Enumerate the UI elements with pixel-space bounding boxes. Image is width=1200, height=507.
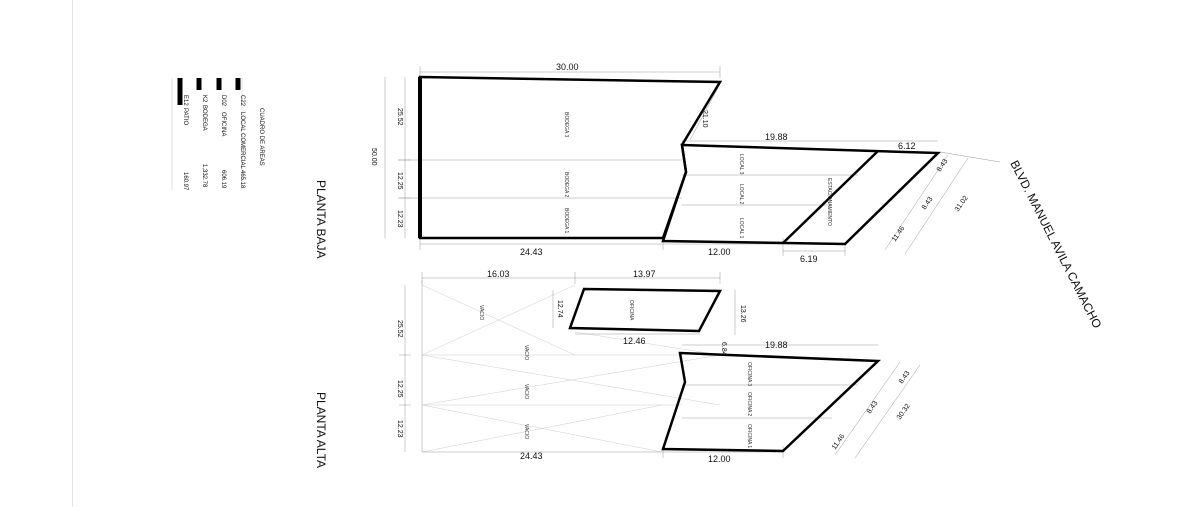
legend-code-bodega: K2 <box>201 95 207 103</box>
pa-void-2: VACIO <box>523 345 529 360</box>
pa-dim-edge: 13.26 <box>739 305 746 323</box>
pb-dim-bottom-mid: 12.00 <box>708 247 731 257</box>
pa-dim-bottom-mid: 12.00 <box>708 454 731 464</box>
pb-dim-diag: 21.10 <box>701 110 708 128</box>
pb-dim-left-b: 12.25 <box>396 172 403 190</box>
pa-room-oficina: OFICINA <box>628 300 634 321</box>
legend-area-oficina: 606.19 <box>220 170 226 189</box>
legend-label-bodega: BODEGA <box>201 105 207 131</box>
pa-dim-right-b: 8.43 <box>866 400 880 415</box>
drawing-sheet <box>72 0 1200 507</box>
pa-dim-left-c: 12.23 <box>396 420 403 438</box>
pb-dim-right-b: 8.43 <box>921 196 935 211</box>
pa-void-1: VACIO <box>478 305 484 320</box>
legend-label-patio: PATIO <box>182 108 188 125</box>
area-legend: CUADRO DE AREAS C22 LOCAL COMERCIAL 465.… <box>171 78 264 191</box>
pa-dim-side-a: 12.74 <box>556 300 563 318</box>
pa-dim-left-b: 12.25 <box>396 380 403 398</box>
pa-dim-top-right: 13.97 <box>633 269 656 279</box>
pb-dim-total: 50.00 <box>370 148 377 166</box>
pb-dim-right-c: 11.46 <box>891 225 907 243</box>
pb-dim-corner: 6.12 <box>898 141 916 151</box>
pa-dim-right-top: 19.88 <box>765 340 788 350</box>
pa-dim-bottom-left: 24.43 <box>520 451 543 461</box>
pb-room-bodega-2: BODEGA 2 <box>563 172 569 198</box>
legend-code-local: C22 <box>239 95 245 107</box>
pa-dim-side-b: 12.46 <box>623 336 646 346</box>
legend-area-local: 465.18 <box>239 170 245 189</box>
pb-dim-right-total: 31.02 <box>954 195 970 213</box>
pb-room-local-3: LOCAL 3 <box>738 154 744 175</box>
pa-dim-top-left: 16.03 <box>487 269 510 279</box>
legend-title: CUADRO DE AREAS <box>258 108 264 166</box>
pa-dim-small: 6.84 <box>720 342 727 356</box>
pa-void-4: VACIO <box>523 424 529 439</box>
pb-dim-bottom-right: 6.19 <box>800 254 818 264</box>
pa-dim-right-a: 8.43 <box>898 370 912 385</box>
legend-code-oficina: D02 <box>220 95 226 107</box>
pa-dim-right-total: 30.32 <box>896 403 912 421</box>
pb-dim-right-top: 19.88 <box>765 132 788 142</box>
pb-dim-top: 30.00 <box>556 62 579 72</box>
pa-void-3: VACIO <box>523 384 529 399</box>
pb-dim-left-c: 12.23 <box>396 210 403 228</box>
pb-dim-left-a: 25.52 <box>396 108 403 126</box>
legend-label-local: LOCAL COMERCIAL <box>239 112 245 169</box>
legend-area-bodega: 1,332.78 <box>201 164 207 188</box>
planta-baja-title: PLANTA BAJA <box>314 180 328 258</box>
planta-baja: 30.00 21.10 19.88 6.12 24.43 12.00 6.19 … <box>314 62 1001 264</box>
pa-dim-left-a: 25.52 <box>396 320 403 338</box>
legend-code-patio: E12 <box>182 95 188 106</box>
pb-dim-bottom-left: 24.43 <box>520 247 543 257</box>
pa-room-oficina-3: OFICINA 3 <box>746 362 752 386</box>
legend-area-patio: 160.97 <box>182 172 188 191</box>
pb-room-local-2: LOCAL 2 <box>738 184 744 205</box>
legend-label-oficina: OFICINA <box>220 112 226 136</box>
pa-room-oficina-2: OFICINA 2 <box>746 392 752 416</box>
planta-alta-title: PLANTA ALTA <box>314 392 328 468</box>
pb-room-bodega-3: BODEGA 3 <box>563 112 569 138</box>
pb-room-bodega-1: BODEGA 1 <box>563 208 569 234</box>
pa-room-oficina-1: OFICINA 1 <box>746 424 752 448</box>
planta-alta: 16.03 13.97 12.74 12.46 13.26 6.84 19.88… <box>314 269 921 468</box>
pb-room-local-1: LOCAL 1 <box>738 218 744 239</box>
pb-dim-right-a: 8.43 <box>936 158 950 173</box>
street-address: BLVD. MANUEL AVILA CAMACHO <box>1007 158 1104 331</box>
pb-room-estacionamiento: ESTACIONAMIENTO <box>826 178 832 226</box>
